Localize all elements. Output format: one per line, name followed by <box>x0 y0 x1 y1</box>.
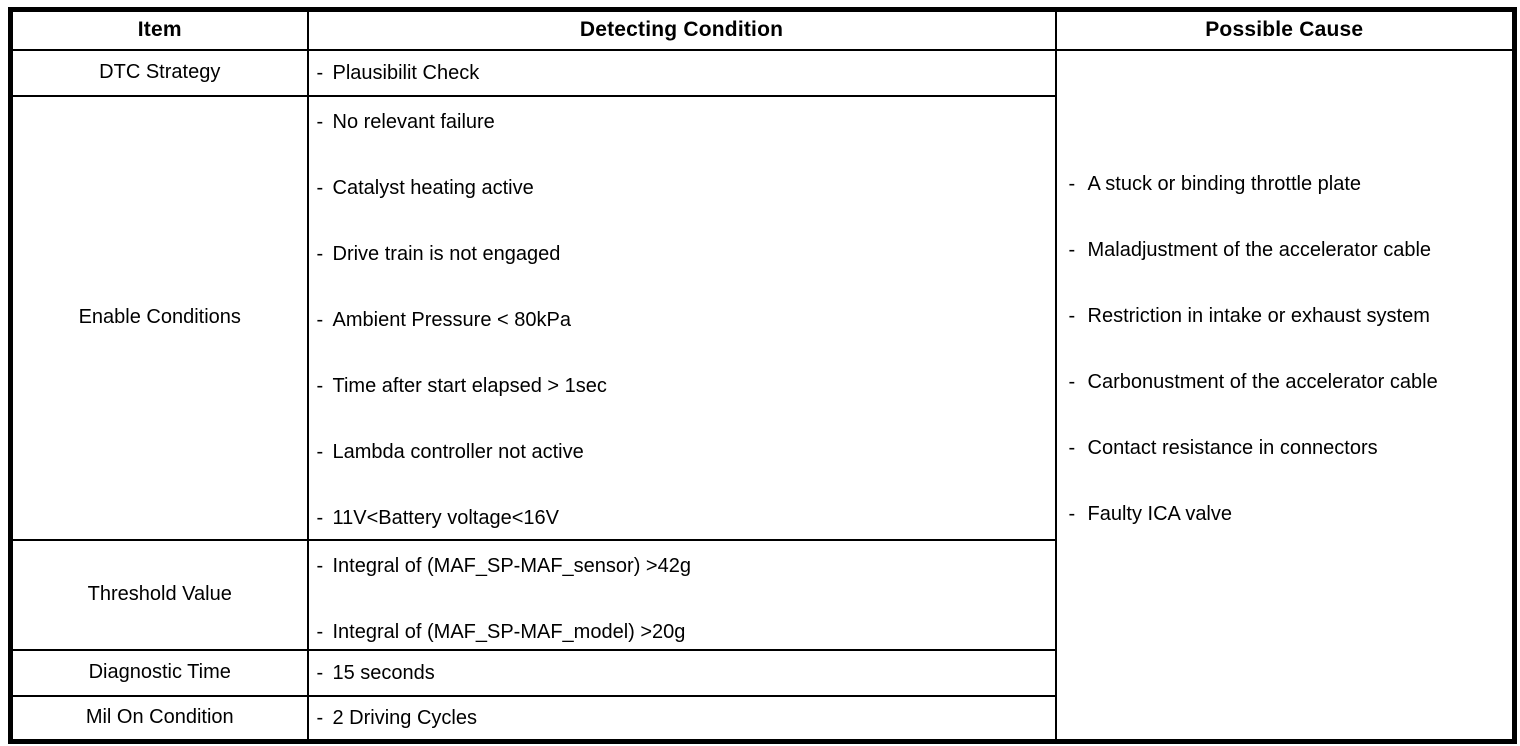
bullet-dash: - <box>316 440 324 463</box>
bullet-dash: - <box>316 661 324 684</box>
bullet-dash: - <box>316 242 324 265</box>
condition-text: Catalyst heating active <box>332 176 534 199</box>
dtc-diagnostic-table: Item Detecting Condition Possible Cause … <box>8 7 1517 744</box>
condition-cell: - Integral of (MAF_SP-MAF_sensor) >42g -… <box>306 538 1057 651</box>
item-diagnostic-time: Diagnostic Time <box>9 648 309 697</box>
condition-cell: - No relevant failure - Catalyst heating… <box>306 94 1057 541</box>
header-possible-cause: Possible Cause <box>1054 8 1516 51</box>
bullet-dash: - <box>316 61 324 84</box>
cause-item: - Carbonustment of the accelerator cable <box>1069 367 1463 397</box>
bullet-dash: - <box>316 176 324 199</box>
condition-item: - Ambient Pressure < 80kPa <box>317 305 1045 335</box>
condition-item: - 2 Driving Cycles <box>317 703 1045 733</box>
condition-item: - 11V<Battery voltage<16V <box>317 503 1045 533</box>
item-dtc-strategy: DTC Strategy <box>9 48 309 97</box>
item-enable-conditions: Enable Conditions <box>9 94 309 541</box>
condition-item: - Time after start elapsed > 1sec <box>317 371 1045 401</box>
bullet-dash: - <box>316 308 324 331</box>
table-header-row: Item Detecting Condition Possible Cause <box>9 8 1516 51</box>
cause-text: Maladjustment of the accelerator cable <box>1087 238 1432 261</box>
condition-text: Integral of (MAF_SP-MAF_sensor) >42g <box>332 554 691 577</box>
header-detecting-condition: Detecting Condition <box>306 8 1057 51</box>
condition-item: - Integral of (MAF_SP-MAF_model) >20g <box>317 617 1045 647</box>
bullet-dash: - <box>316 620 324 643</box>
cause-text: A stuck or binding throttle plate <box>1087 172 1362 195</box>
item-mil-on-condition: Mil On Condition <box>9 694 309 743</box>
condition-item: - 15 seconds <box>317 658 1045 688</box>
condition-text: Plausibilit Check <box>332 61 480 84</box>
condition-text: Time after start elapsed > 1sec <box>332 374 607 397</box>
condition-text: Lambda controller not active <box>332 440 584 463</box>
bullet-dash: - <box>316 110 324 133</box>
bullet-dash: - <box>1068 502 1076 525</box>
table-row: Enable Conditions - No relevant failure … <box>9 94 1515 541</box>
condition-text: 11V<Battery voltage<16V <box>332 506 559 529</box>
condition-text: Ambient Pressure < 80kPa <box>332 308 571 331</box>
cause-item: - Restriction in intake or exhaust syste… <box>1069 301 1463 331</box>
cause-item: - Faulty ICA valve <box>1069 499 1463 529</box>
condition-text: 15 seconds <box>332 661 435 684</box>
bullet-dash: - <box>1068 172 1076 195</box>
cause-text: Contact resistance in connectors <box>1087 436 1378 459</box>
possible-cause-cell: - A stuck or binding throttle plate - Ma… <box>1054 48 1516 743</box>
condition-text: 2 Driving Cycles <box>332 706 477 729</box>
condition-text: No relevant failure <box>332 110 495 133</box>
condition-cell: - 15 seconds <box>306 648 1057 697</box>
condition-text: Integral of (MAF_SP-MAF_model) >20g <box>332 620 686 643</box>
table-row: DTC Strategy - Plausibilit Check - A stu… <box>9 48 1516 743</box>
condition-item: - Plausibilit Check <box>317 58 1045 88</box>
condition-item: - Lambda controller not active <box>317 437 1045 467</box>
cause-item: - A stuck or binding throttle plate <box>1069 169 1463 199</box>
cause-text: Carbonustment of the accelerator cable <box>1087 370 1438 393</box>
condition-item: - Integral of (MAF_SP-MAF_sensor) >42g <box>317 551 1045 581</box>
condition-cell: - Plausibilit Check <box>306 48 1057 97</box>
bullet-dash: - <box>1068 238 1076 261</box>
header-item: Item <box>9 8 309 51</box>
item-threshold-value: Threshold Value <box>9 538 309 651</box>
condition-item: - Catalyst heating active <box>317 173 1045 203</box>
condition-item: - No relevant failure <box>317 107 1045 137</box>
bullet-dash: - <box>316 374 324 397</box>
bullet-dash: - <box>316 506 324 529</box>
bullet-dash: - <box>1068 436 1076 459</box>
bullet-dash: - <box>1068 304 1076 327</box>
table-row: Diagnostic Time - 15 seconds <box>9 648 1515 697</box>
cause-text: Restriction in intake or exhaust system <box>1087 304 1430 327</box>
bullet-dash: - <box>1068 370 1076 393</box>
bullet-dash: - <box>316 706 324 729</box>
condition-item: - Drive train is not engaged <box>317 239 1045 269</box>
table-row: Mil On Condition - 2 Driving Cycles <box>9 694 1515 743</box>
cause-item: - Maladjustment of the accelerator cable <box>1069 235 1463 265</box>
bullet-dash: - <box>316 554 324 577</box>
condition-cell: - 2 Driving Cycles <box>306 694 1057 743</box>
condition-text: Drive train is not engaged <box>332 242 561 265</box>
cause-item: - Contact resistance in connectors <box>1069 433 1463 463</box>
cause-text: Faulty ICA valve <box>1087 502 1233 525</box>
table-row: Threshold Value - Integral of (MAF_SP-MA… <box>9 538 1515 651</box>
